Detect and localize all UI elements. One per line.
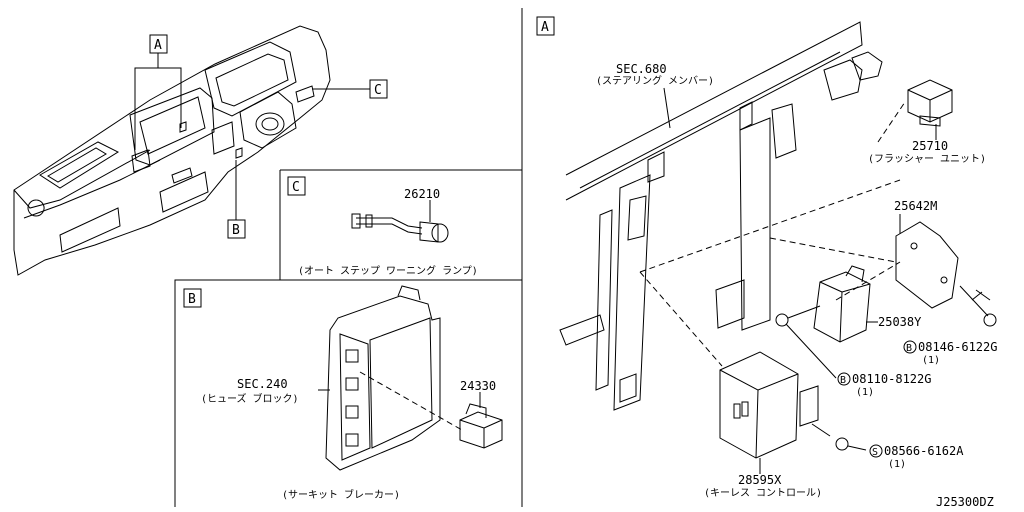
keyless-control-28595X [719, 351, 819, 459]
svg-text:B: B [232, 223, 240, 238]
diagram-id: J25300DZ [936, 495, 994, 509]
svg-text:26210: 26210 [404, 187, 440, 201]
svg-text:C: C [374, 83, 382, 98]
steering-member [559, 21, 883, 411]
flasher-unit-25710 [907, 79, 953, 127]
svg-text:25038Y: 25038Y [878, 315, 922, 329]
svg-text:(キーレス コントロール): (キーレス コントロール) [704, 488, 822, 499]
relay-25038Y [813, 265, 871, 343]
panel-borders [174, 8, 523, 507]
svg-text:C: C [292, 180, 300, 195]
svg-text:A: A [154, 38, 162, 53]
overview-callout-b: B [227, 160, 246, 239]
panel-a: A SEC.680 (ステアリング メンバー) [536, 16, 997, 499]
fastener-1: B 08146-6122G (1) [903, 340, 997, 366]
svg-text:SEC.680: SEC.680 [616, 62, 667, 76]
svg-text:(1): (1) [888, 459, 906, 470]
svg-text:(フラッシャー ユニット): (フラッシャー ユニット) [868, 153, 986, 165]
bolt-08110-8122G [775, 305, 837, 379]
fastener-2: B 08110-8122G (1) [837, 372, 931, 398]
svg-text:B: B [840, 375, 846, 386]
svg-text:25642M: 25642M [894, 199, 937, 213]
screw-08566-6162A [811, 423, 867, 451]
svg-text:A: A [541, 20, 549, 35]
bracket-25642M [895, 221, 959, 309]
dashboard-illustration [13, 25, 331, 276]
svg-text:08110-8122G: 08110-8122G [852, 372, 931, 386]
bolt-08146-6122G [959, 285, 997, 327]
fastener-3: S 08566-6162A (1) [869, 444, 964, 470]
warning-lamp-26210 [351, 213, 449, 243]
svg-text:B: B [188, 292, 196, 307]
dashed-leaders-a [639, 179, 901, 367]
svg-text:25710: 25710 [912, 139, 948, 153]
svg-text:24330: 24330 [460, 379, 496, 393]
overview-callout-c: C [312, 79, 388, 99]
svg-text:(ステアリング メンバー): (ステアリング メンバー) [596, 74, 714, 87]
overview-callout-a: A [134, 34, 182, 150]
svg-text:(ヒューズ ブロック): (ヒューズ ブロック) [201, 392, 299, 405]
svg-text:(1): (1) [856, 387, 874, 398]
svg-text:(1): (1) [922, 355, 940, 366]
svg-text:(オート ステップ ワーニング ランプ): (オート ステップ ワーニング ランプ) [298, 264, 478, 277]
svg-text:B: B [906, 343, 912, 354]
svg-text:28595X: 28595X [738, 473, 782, 487]
circuit-breaker-24330 [459, 403, 503, 449]
panel-c: C 26210 (オート ステップ ワーニング ランプ) [287, 176, 478, 277]
panel-b: B 24330 SEC.240 (ヒューズ ブロック) (サーキット ブレーカー… [183, 285, 503, 501]
fuse-block [325, 285, 441, 471]
svg-text:SEC.240: SEC.240 [237, 377, 288, 391]
svg-text:(サーキット ブレーカー): (サーキット ブレーカー) [282, 488, 400, 501]
svg-text:S: S [872, 447, 878, 458]
svg-text:08146-6122G: 08146-6122G [918, 340, 997, 354]
svg-text:08566-6162A: 08566-6162A [884, 444, 964, 458]
